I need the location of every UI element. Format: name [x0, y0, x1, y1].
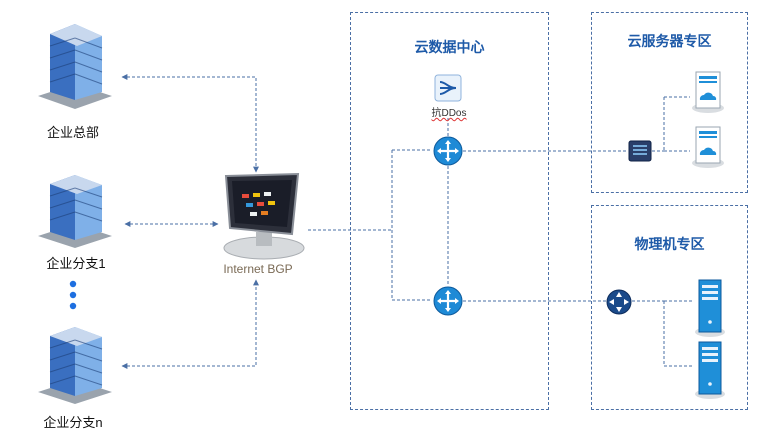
headquarters-label: 企业总部: [46, 125, 100, 140]
firewall-icon: [434, 74, 462, 102]
office-building-icon: [38, 327, 112, 404]
physical-server-2: [693, 340, 727, 400]
physical-machine-zone: 物理机专区: [591, 205, 748, 410]
physical-machine-zone-title: 物理机专区: [634, 236, 705, 252]
office-building-icon: [38, 24, 112, 109]
headquarters-building: [30, 16, 120, 111]
internet-bgp-node: [218, 170, 310, 262]
anti-ddos-device: [434, 74, 462, 102]
router-icon: [433, 136, 463, 166]
router-icon: [433, 286, 463, 316]
cloud-server-icon: [692, 71, 724, 113]
internet-bgp-label: Internet BGP: [223, 262, 293, 276]
branch-n-building: [30, 322, 120, 407]
office-building-icon: [38, 175, 112, 248]
cloud-datacenter-zone: 云数据中心: [350, 12, 549, 410]
cloud-datacenter-title: 云数据中心: [414, 39, 485, 55]
branch1-building: [30, 170, 120, 250]
branch-n-label: 企业分支n: [43, 415, 103, 430]
server-tower-icon: [695, 341, 725, 399]
monitor-icon: [223, 172, 305, 260]
router-icon: [606, 289, 632, 315]
physical-router: [606, 289, 632, 315]
anti-ddos-label: 抗DDos: [431, 108, 467, 119]
branch1-label: 企业分支1: [46, 256, 106, 271]
ellipsis-dots: [69, 280, 77, 310]
cloud-server-icon: [692, 126, 724, 168]
physical-server-1: [693, 278, 727, 338]
cloud-server-zone: 云服务器专区: [591, 12, 748, 193]
switch-icon: [628, 140, 652, 162]
server-tower-icon: [695, 279, 725, 337]
cloud-server-2: [690, 125, 726, 169]
cloud-server-zone-title: 云服务器专区: [627, 33, 712, 49]
core-router-bottom: [433, 286, 463, 316]
cloud-switch: [628, 140, 652, 162]
cloud-server-1: [690, 70, 726, 114]
core-router-top: [433, 136, 463, 166]
